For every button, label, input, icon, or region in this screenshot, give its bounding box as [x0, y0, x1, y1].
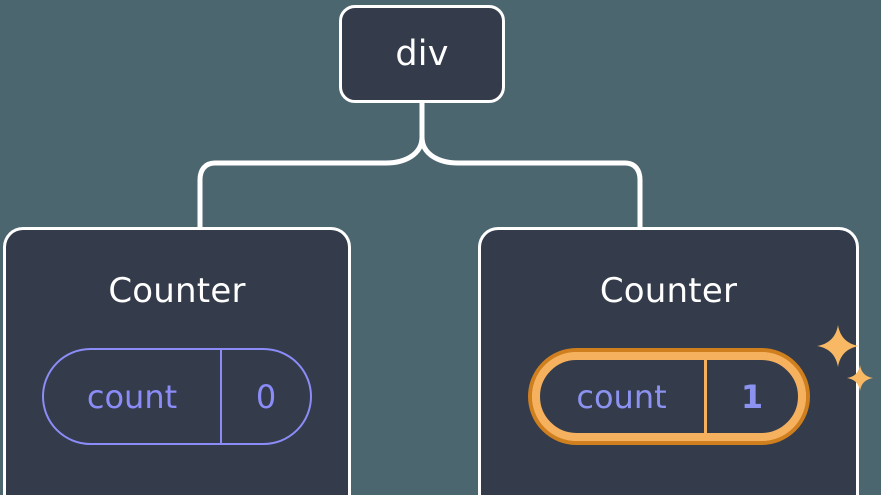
state-key-right: count	[576, 377, 667, 416]
node-div[interactable]: div	[339, 5, 505, 103]
state-value-right: 1	[703, 360, 798, 433]
node-counter-right[interactable]: Counter count 1	[478, 227, 873, 495]
state-pill-right[interactable]: count 1	[527, 348, 810, 445]
node-div-label: div	[395, 33, 449, 74]
state-key-left: count	[86, 377, 178, 416]
node-counter-left[interactable]: Counter count 0	[3, 227, 351, 495]
sparkle-large-icon	[816, 325, 859, 367]
connector-trunk-right	[419, 134, 628, 166]
connector-trunk	[212, 100, 425, 166]
sparkles-group	[812, 320, 881, 400]
state-value-left: 0	[220, 350, 310, 443]
node-counter-left-label: Counter	[108, 271, 246, 311]
state-pill-right-wrap: count 1	[527, 325, 873, 445]
state-pill-left[interactable]: count 0	[42, 348, 312, 445]
state-pill-right-inner: count 1	[531, 352, 806, 441]
sparkle-small-icon	[846, 365, 873, 391]
connector-right-branch	[622, 160, 643, 230]
node-counter-right-label: Counter	[599, 271, 738, 311]
connector-left-branch	[197, 160, 218, 230]
state-pill-left-wrap: count 0	[42, 348, 312, 445]
